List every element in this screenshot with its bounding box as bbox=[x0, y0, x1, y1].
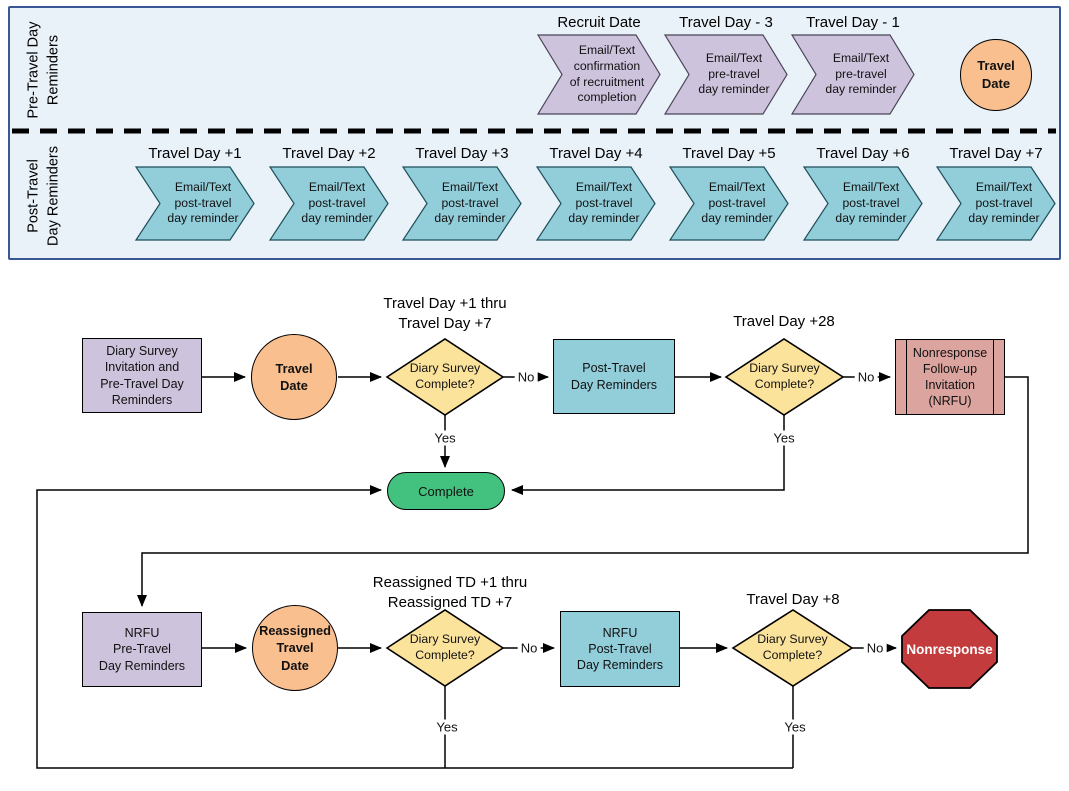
pre-travel-section-label: Pre-Travel Day Reminders bbox=[25, 21, 61, 119]
pre-travel-chevron-1-body: Email/Text confirmation of recruitment c… bbox=[569, 43, 645, 105]
reassigned-travel-date-circle: Reassigned Travel Date bbox=[252, 605, 338, 691]
complete-terminator: Complete bbox=[387, 472, 505, 510]
travel-date-circle: Travel Date bbox=[251, 334, 337, 420]
post-travel-chevron-7-body: Email/Text post-travel day reminder bbox=[968, 180, 1040, 226]
post-travel-chevron-4-body: Email/Text post-travel day reminder bbox=[568, 180, 640, 226]
post-travel-chevron-3-body: Email/Text post-travel day reminder bbox=[434, 180, 506, 226]
pre-travel-chevron-2-label: Travel Day - 3 bbox=[679, 14, 773, 31]
complete-text: Complete bbox=[418, 483, 474, 499]
nonresponse-octagon bbox=[901, 609, 998, 689]
decision3-label: Reassigned TD +1 thru Reassigned TD +7 bbox=[372, 574, 528, 611]
post-travel-chevron-3 bbox=[401, 166, 522, 241]
post-travel-chevron-4-label: Travel Day +4 bbox=[549, 145, 643, 162]
post-travel-chevron-1 bbox=[134, 166, 255, 241]
decision2-text: Diary Survey Complete? bbox=[749, 361, 820, 391]
decision4-text: Diary Survey Complete? bbox=[757, 632, 828, 662]
post-travel-chevron-6-body: Email/Text post-travel day reminder bbox=[835, 180, 907, 226]
nrfu-pre-travel-text: NRFU Pre-Travel Day Reminders bbox=[98, 626, 186, 673]
nrfu-pre-travel-box: NRFU Pre-Travel Day Reminders bbox=[82, 612, 202, 687]
reassigned-travel-date-text: Reassigned Travel Date bbox=[259, 623, 331, 673]
edge-label-no2: No bbox=[854, 369, 878, 385]
edge-label-yes2: Yes bbox=[770, 430, 798, 446]
pre-travel-chevron-3 bbox=[790, 34, 915, 115]
post-travel-chevron-7-label: Travel Day +7 bbox=[949, 145, 1043, 162]
post-travel-reminders-box: Post-Travel Day Reminders bbox=[553, 339, 675, 414]
pre-travel-chevron-3-label: Travel Day - 1 bbox=[806, 14, 900, 31]
start-box: Diary Survey Invitation and Pre-Travel D… bbox=[82, 338, 202, 413]
decision3-text: Diary Survey Complete? bbox=[409, 632, 481, 662]
post-travel-chevron-6-label: Travel Day +6 bbox=[816, 145, 910, 162]
pre-travel-chevron-3-body: Email/Text pre-travel day reminder bbox=[825, 51, 897, 97]
post-travel-chevron-7 bbox=[935, 166, 1056, 241]
edge-label-yes4: Yes bbox=[781, 719, 809, 735]
decision2-label: Travel Day +28 bbox=[733, 313, 835, 330]
banner-travel-date-text: Travel Date bbox=[977, 58, 1015, 91]
arrow-nrfu-loop-to-nrfu-pre bbox=[137, 376, 1029, 607]
post-travel-chevron-5-label: Travel Day +5 bbox=[682, 145, 776, 162]
edge-label-yes3: Yes bbox=[433, 719, 461, 735]
pre-travel-chevron-1 bbox=[536, 34, 661, 115]
post-travel-reminders-text: Post-Travel Day Reminders bbox=[570, 361, 658, 392]
nrfu-invitation-text: Nonresponse Follow-up Invitation (NRFU) bbox=[912, 345, 988, 409]
nrfu-post-travel-box: NRFU Post-Travel Day Reminders bbox=[560, 611, 680, 687]
nonresponse-text: Nonresponse bbox=[906, 641, 993, 657]
post-travel-chevron-5-body: Email/Text post-travel day reminder bbox=[701, 180, 773, 226]
post-travel-chevron-5 bbox=[668, 166, 789, 241]
nrfu-invitation-box: Nonresponse Follow-up Invitation (NRFU) bbox=[895, 339, 1005, 415]
edge-label-no3: No bbox=[517, 640, 541, 656]
post-travel-chevron-1-body: Email/Text post-travel day reminder bbox=[167, 180, 239, 226]
travel-date-circle-text: Travel Date bbox=[275, 360, 313, 393]
start-box-text: Diary Survey Invitation and Pre-Travel D… bbox=[100, 344, 184, 407]
post-travel-chevron-2-body: Email/Text post-travel day reminder bbox=[301, 180, 373, 226]
post-travel-chevron-2-label: Travel Day +2 bbox=[282, 145, 376, 162]
pre-travel-chevron-2 bbox=[663, 34, 788, 115]
arrow-bottom-loop-to-complete bbox=[36, 485, 793, 769]
pre-travel-chevron-2-body: Email/Text pre-travel day reminder bbox=[698, 51, 770, 97]
decision1-text: Diary Survey Complete? bbox=[409, 361, 481, 391]
decision1-label: Travel Day +1 thru Travel Day +7 bbox=[383, 295, 507, 332]
post-travel-chevron-3-label: Travel Day +3 bbox=[415, 145, 509, 162]
post-travel-section-label: Post-Travel Day Reminders bbox=[25, 146, 61, 246]
pre-travel-chevron-1-label: Recruit Date bbox=[557, 14, 641, 31]
edge-label-no4: No bbox=[863, 640, 887, 656]
post-travel-chevron-6 bbox=[802, 166, 923, 241]
banner-travel-date-circle: Travel Date bbox=[960, 39, 1032, 111]
edge-label-yes1: Yes bbox=[431, 430, 459, 446]
decision4-label: Travel Day +8 bbox=[746, 591, 840, 608]
arrow-decision2-yes-to-complete bbox=[511, 415, 785, 495]
nrfu-post-travel-text: NRFU Post-Travel Day Reminders bbox=[576, 625, 664, 673]
edge-label-no1: No bbox=[514, 369, 538, 385]
post-travel-chevron-1-label: Travel Day +1 bbox=[148, 145, 242, 162]
post-travel-chevron-2 bbox=[268, 166, 389, 241]
post-travel-chevron-4 bbox=[535, 166, 656, 241]
